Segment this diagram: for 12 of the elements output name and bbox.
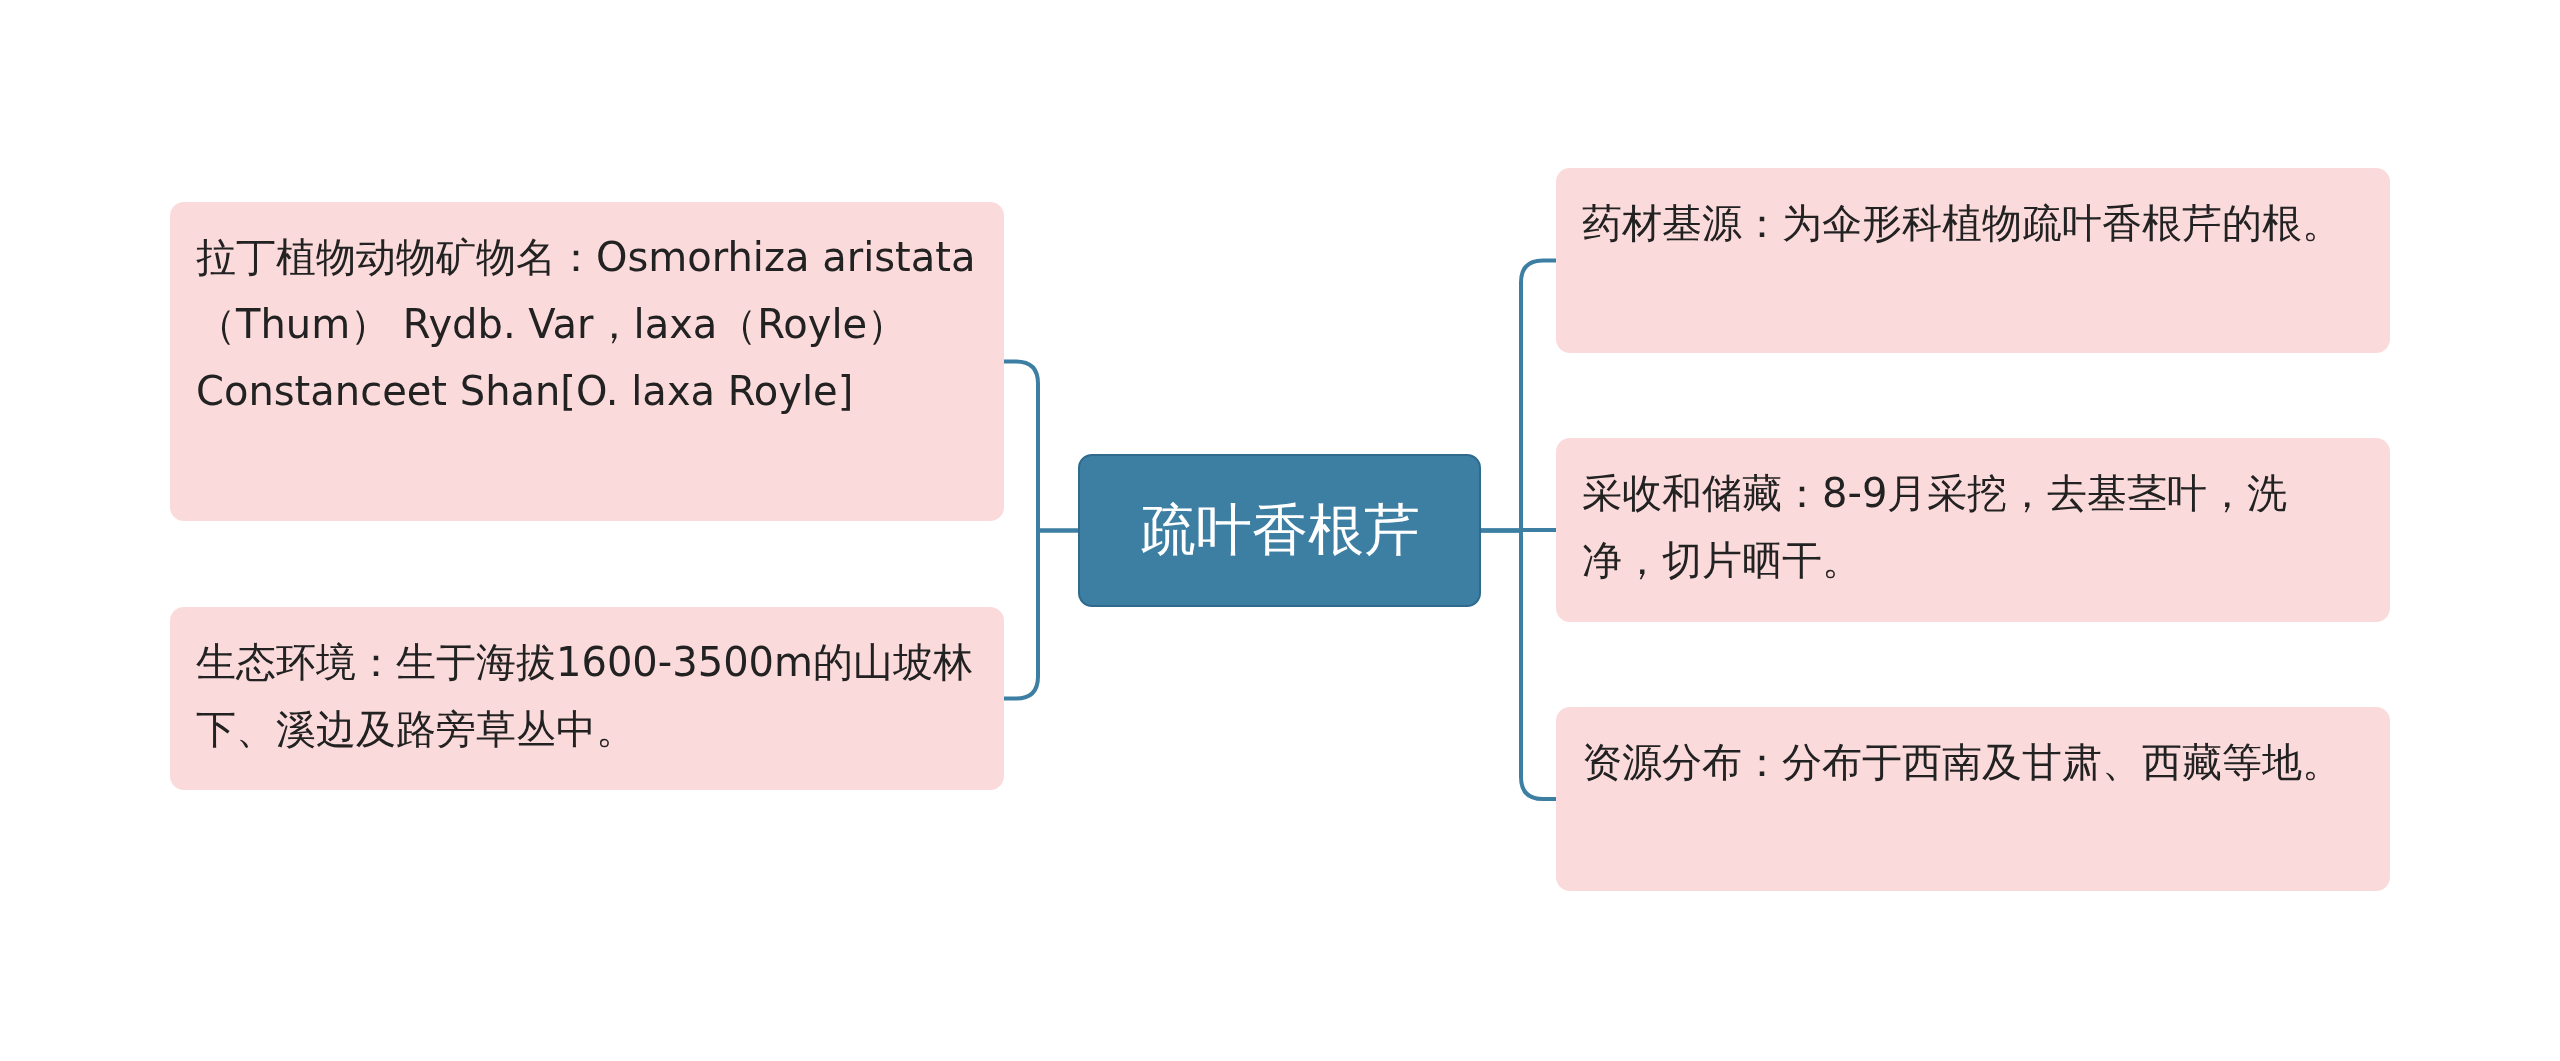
topic-card (1556, 707, 2390, 891)
topic-text: 采收和储藏：8-9月采挖，去基茎叶，洗净，切片晒干。 (1582, 469, 2289, 586)
central-topic (1078, 454, 1481, 607)
topic-card (170, 202, 1004, 521)
topic-text: 拉丁植物动物矿物名：Osmorhiza aristata（Thum） Rydb. Var，laxa（Royle） Constanceet Shan[O. laxa Royle] (196, 233, 977, 417)
topic-text: 药材基源：为伞形科植物疏叶香根芹的根。 (1582, 199, 2343, 248)
topic-card (1556, 168, 2390, 353)
topic-text: 资源分布：分布于西南及甘肃、西藏等地。 (1582, 738, 2343, 787)
topic-text: 生态环境：生于海拔1600-3500m的山坡林下、溪边及路旁草丛中。 (196, 638, 974, 755)
topic-card (170, 607, 1004, 790)
topic-title: 疏叶香根芹 (1139, 496, 1420, 565)
topic-card (1556, 438, 2390, 622)
